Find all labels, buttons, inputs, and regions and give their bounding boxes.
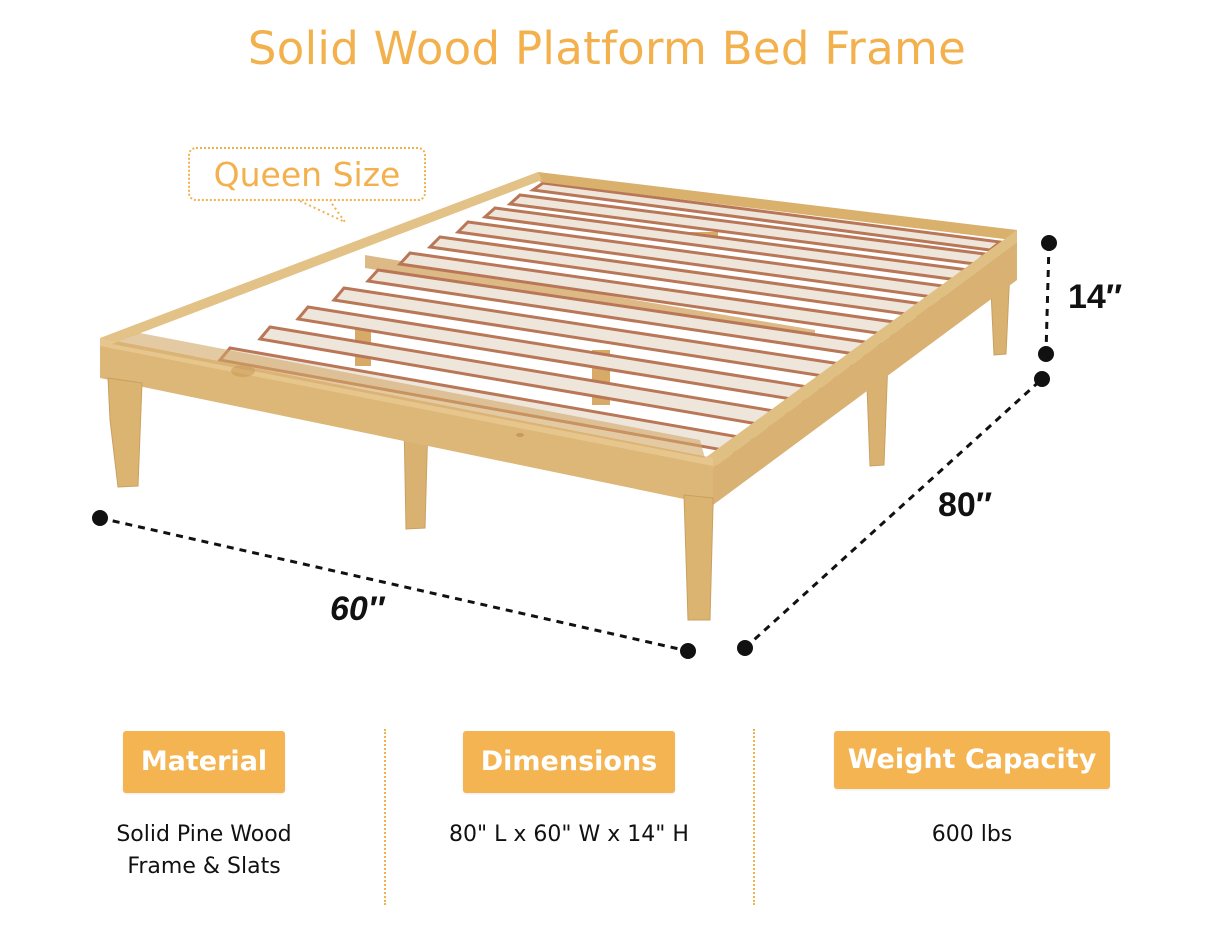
spec-weight-heading: Weight Capacity <box>833 731 1111 789</box>
frame-rails <box>100 172 1017 505</box>
spec-material-value: Solid Pine Wood Frame & Slats <box>54 819 354 883</box>
size-callout-label: Queen Size <box>213 154 401 194</box>
front-legs <box>107 377 714 621</box>
spec-weight-line-1: 600 lbs <box>931 822 1013 847</box>
height-dimension-label: 14″ <box>1068 278 1123 316</box>
width-dimension-label: 60″ <box>330 590 385 628</box>
spec-dimensions: Dimensions 80" L x 60" W x 14" H <box>419 731 719 851</box>
dimension-lines <box>99 243 1051 653</box>
size-callout: Queen Size <box>188 147 426 201</box>
spec-material-heading: Material <box>122 731 286 793</box>
spec-material-line-2: Frame & Slats <box>127 854 281 879</box>
spec-dimensions-value: 80" L x 60" W x 14" H <box>419 819 719 851</box>
length-dimension-label: 80″ <box>938 486 993 524</box>
column-divider <box>384 729 386 905</box>
column-divider <box>753 729 755 905</box>
spec-material-line-1: Solid Pine Wood <box>116 822 292 847</box>
spec-material: Material Solid Pine Wood Frame & Slats <box>54 731 354 883</box>
spec-weight-value: 600 lbs <box>822 819 1122 851</box>
page-title: Solid Wood Platform Bed Frame <box>247 22 967 75</box>
spec-weight-capacity: Weight Capacity 600 lbs <box>822 731 1122 851</box>
dimension-dots <box>92 235 1057 659</box>
spec-dimensions-line-1: 80" L x 60" W x 14" H <box>449 822 689 847</box>
callout-tail <box>299 200 349 225</box>
spec-dimensions-heading: Dimensions <box>462 731 676 793</box>
